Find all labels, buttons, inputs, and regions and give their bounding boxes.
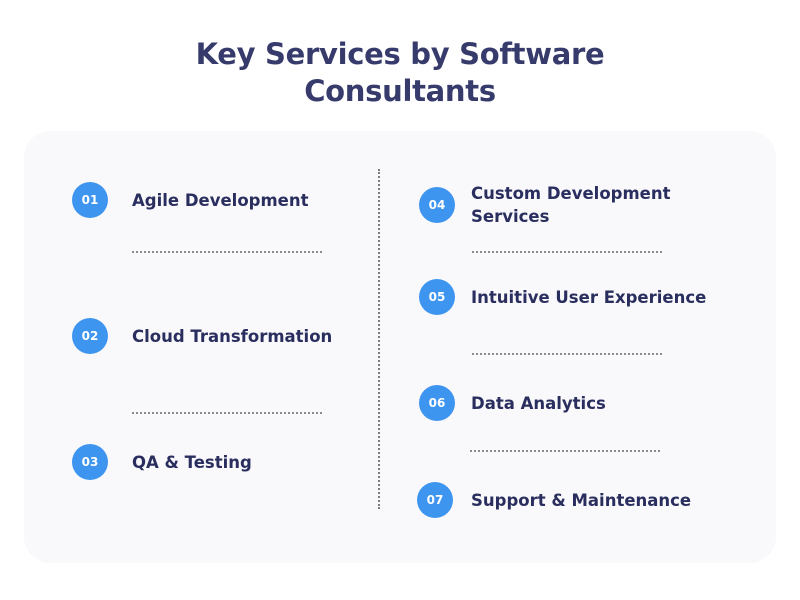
service-item-02: 02 Cloud Transformation [72, 318, 332, 354]
service-label: Data Analytics [471, 393, 606, 413]
separator [132, 251, 322, 253]
service-label-line-2: Services [471, 207, 550, 226]
number-badge: 07 [417, 482, 453, 518]
title-line-2: Consultants [304, 74, 496, 108]
separator [472, 353, 662, 355]
column-divider [378, 169, 380, 509]
separator [470, 450, 660, 452]
service-label: Agile Development [132, 190, 309, 210]
separator [132, 412, 322, 414]
services-card [24, 131, 776, 563]
service-item-03: 03 QA & Testing [72, 444, 252, 480]
number-badge: 01 [72, 182, 108, 218]
service-item-01: 01 Agile Development [72, 182, 308, 218]
number-badge: 02 [72, 318, 108, 354]
service-item-04: 04 Custom Development Services [419, 182, 671, 228]
service-item-05: 05 Intuitive User Experience [419, 279, 706, 315]
separator [472, 251, 662, 253]
service-label: Intuitive User Experience [471, 287, 707, 307]
service-item-07: 07 Support & Maintenance [417, 482, 691, 518]
number-badge: 05 [419, 279, 455, 315]
service-label-line-1: Custom Development [471, 184, 671, 203]
number-badge: 03 [72, 444, 108, 480]
page-title: Key Services by Software Consultants [0, 36, 800, 110]
number-badge: 04 [419, 187, 455, 223]
service-label: Custom Development Services [471, 182, 671, 228]
number-badge: 06 [419, 385, 455, 421]
service-label: Cloud Transformation [132, 326, 333, 346]
service-item-06: 06 Data Analytics [419, 385, 606, 421]
service-label: Support & Maintenance [471, 490, 692, 510]
service-label: QA & Testing [132, 452, 252, 472]
title-line-1: Key Services by Software [195, 37, 605, 71]
